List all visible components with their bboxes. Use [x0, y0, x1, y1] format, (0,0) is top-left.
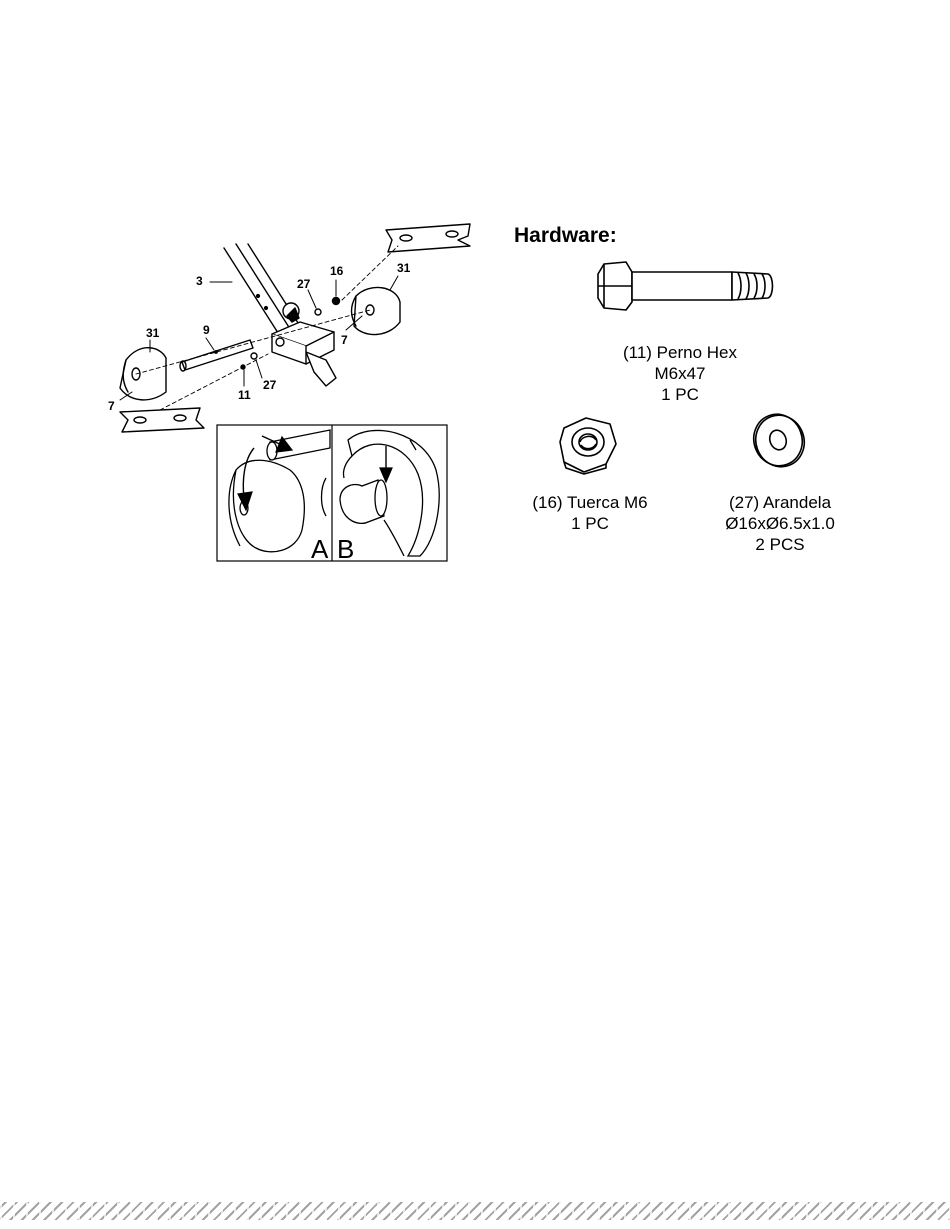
end-cap-right-part [352, 287, 401, 334]
hardware-item-27-size: Ø16xØ6.5x1.0 [700, 513, 860, 534]
washer-icon [746, 408, 810, 472]
hardware-item-11-name: (11) Perno Hex [600, 342, 760, 363]
hardware-item-27-name: (27) Arandela [700, 492, 860, 513]
hardware-item-16: (16) Tuerca M6 1 PC [512, 492, 668, 534]
hardware-item-11-size: M6x47 [600, 363, 760, 384]
hardware-item-11-qty: 1 PC [600, 384, 760, 405]
hex-nut-icon [556, 414, 622, 476]
hardware-item-16-qty: 1 PC [512, 513, 668, 534]
callout-part-7-left: 7 [108, 400, 115, 412]
callout-part-11: 11 [238, 389, 251, 401]
footer-decorative-band [0, 1202, 950, 1220]
hex-bolt-icon [590, 258, 780, 314]
inset-label-a: A [311, 536, 328, 562]
end-cap-left-part [120, 348, 166, 400]
foot-pad-upper [386, 224, 470, 252]
hardware-item-27: (27) Arandela Ø16xØ6.5x1.0 2 PCS [700, 492, 860, 555]
frame-tube-part [224, 244, 300, 336]
callout-part-31-right: 31 [397, 262, 410, 274]
callout-part-3: 3 [196, 275, 203, 287]
callout-part-27-upper: 27 [297, 278, 310, 290]
callout-part-27-lower: 27 [263, 379, 276, 391]
callout-part-9: 9 [203, 324, 210, 336]
foot-pad-lower [120, 408, 204, 432]
hardware-title: Hardware: [514, 224, 617, 248]
inset-label-b: B [337, 536, 354, 562]
callout-part-16: 16 [330, 265, 343, 277]
hardware-item-16-name: (16) Tuerca M6 [512, 492, 668, 513]
callout-part-31-left: 31 [146, 327, 159, 339]
callout-part-7-right: 7 [341, 334, 348, 346]
hardware-item-11: (11) Perno Hex M6x47 1 PC [600, 342, 760, 405]
detail-inset [217, 425, 447, 561]
hardware-item-27-qty: 2 PCS [700, 534, 860, 555]
